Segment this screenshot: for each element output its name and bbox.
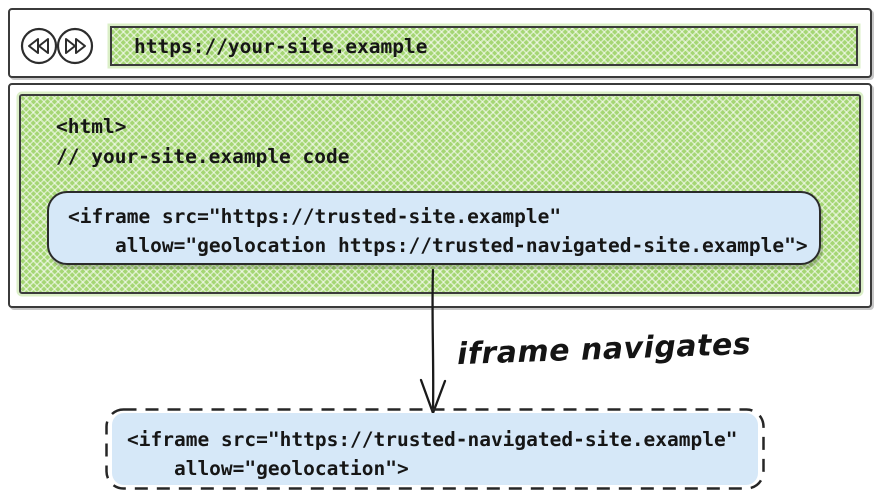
page-code-line: // your-site.example code (56, 145, 350, 168)
arrow-label: iframe navigates (456, 326, 752, 373)
down-arrow-icon (419, 268, 447, 415)
navigated-iframe-code-box: <iframe src="https://trusted-navigated-s… (105, 408, 765, 490)
rewind-icon (20, 27, 58, 65)
browser-window: <html> // your-site.example code <iframe… (8, 83, 872, 308)
iframe-code-line: allow="geolocation https://trusted-navig… (68, 234, 808, 257)
embedded-iframe-code-box: <iframe src="https://trusted-site.exampl… (47, 191, 821, 265)
navigated-iframe-code-line: allow="geolocation"> (127, 457, 409, 480)
dashed-border (105, 408, 765, 490)
page-code-block: <html> // your-site.example code (56, 112, 350, 172)
fast-forward-icon (56, 27, 94, 65)
page-content-area: <html> // your-site.example code <iframe… (19, 94, 861, 294)
url-bar: https://your-site.example (110, 26, 858, 66)
page-code-line: <html> (56, 115, 127, 138)
navigated-iframe-code-line: <iframe src="https://trusted-navigated-s… (127, 428, 738, 451)
iframe-code-line: <iframe src="https://trusted-site.exampl… (68, 205, 562, 228)
url-text: https://your-site.example (134, 34, 428, 58)
navigated-iframe-code-fill: <iframe src="https://trusted-navigated-s… (112, 413, 758, 485)
browser-chrome-bar: https://your-site.example (8, 8, 872, 78)
